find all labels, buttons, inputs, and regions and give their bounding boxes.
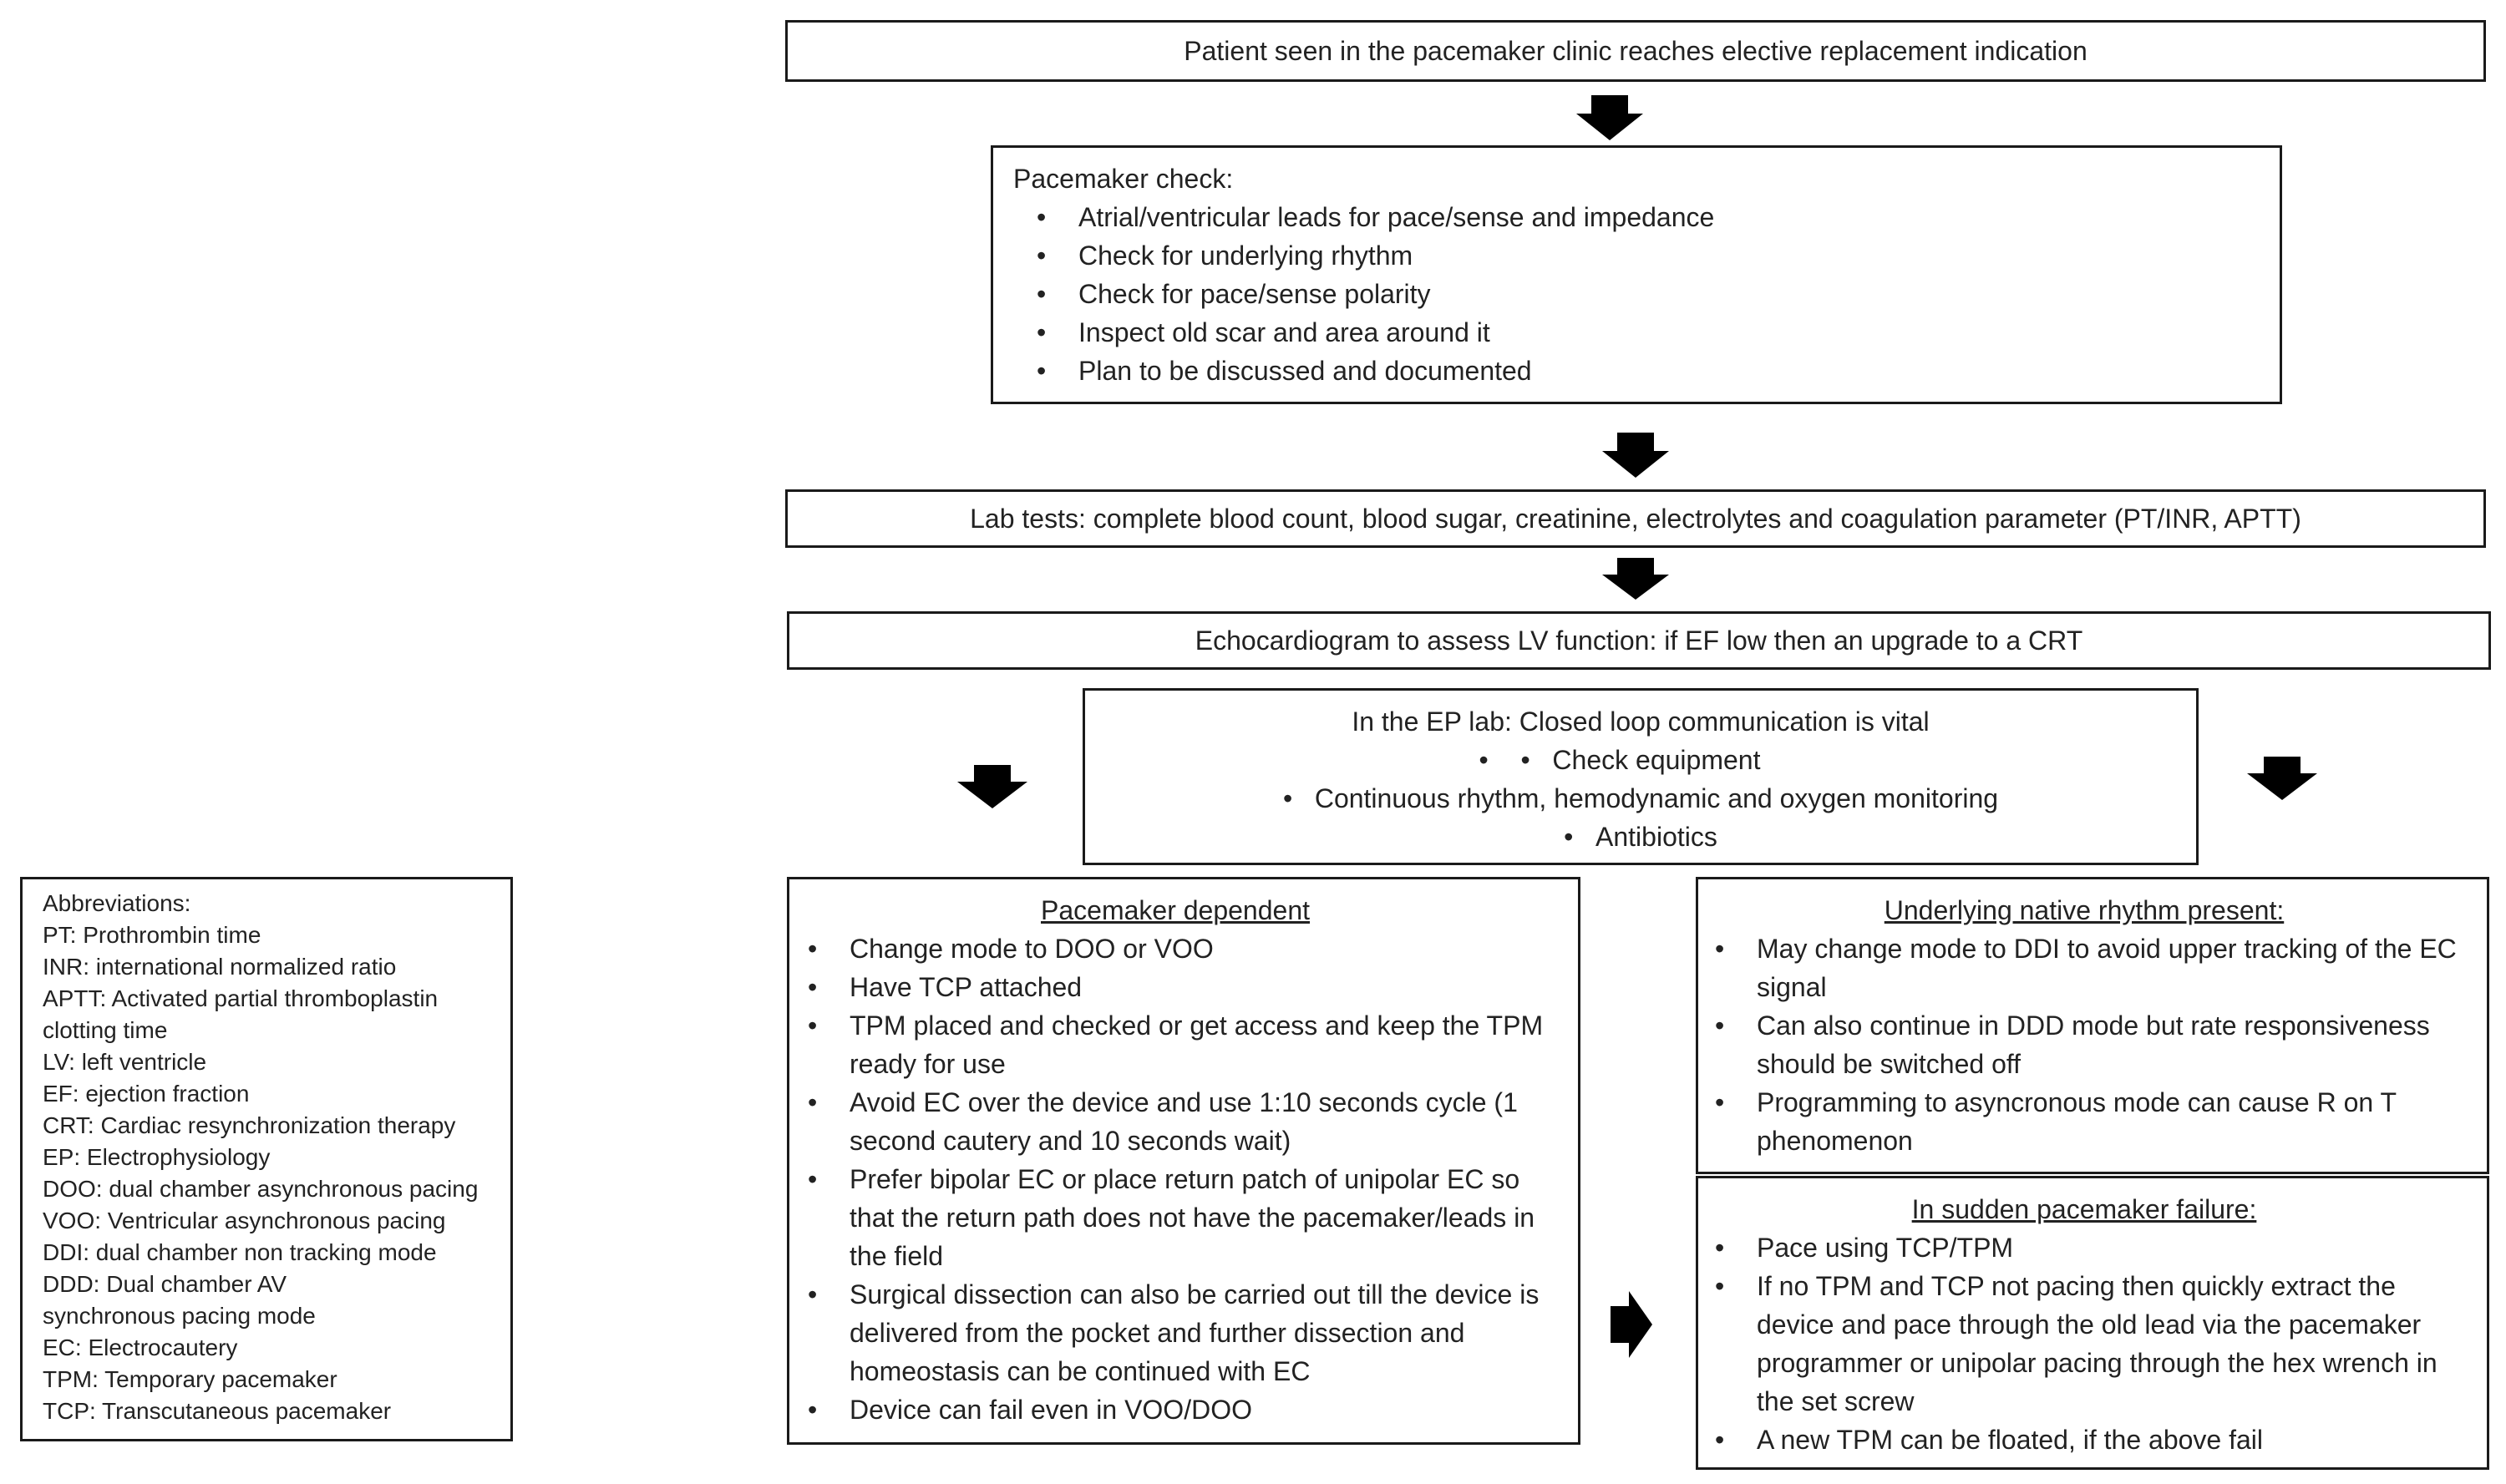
- abbreviation-line: LV: left ventricle: [43, 1049, 207, 1075]
- abbreviation-line: DDI: dual chamber non tracking mode: [43, 1239, 437, 1265]
- abbreviations-title: Abbreviations:: [43, 890, 191, 916]
- abbreviation-line: EC: Electrocautery: [43, 1335, 238, 1360]
- arrow-down-2: [1602, 433, 1669, 478]
- ep-lab-item-text: Check equipment: [1552, 745, 1761, 775]
- ep-lab-item: • Antibiotics: [1564, 822, 1717, 852]
- native-item: Can also continue in DDD mode but rate r…: [1715, 1006, 2470, 1083]
- check-item: Atrial/ventricular leads for pace/sense …: [1037, 198, 2260, 236]
- ep-lab-box: In the EP lab: Closed loop communication…: [1083, 688, 2199, 865]
- arrow-down-3: [1602, 558, 1669, 600]
- echo-box: Echocardiogram to assess LV function: if…: [787, 611, 2491, 670]
- pacemaker-check-box: Pacemaker check: Atrial/ventricular lead…: [991, 145, 2282, 404]
- abbreviation-line: PT: Prothrombin time: [43, 922, 261, 948]
- abbreviation-line: clotting time: [43, 1017, 168, 1043]
- dependent-item: Change mode to DOO or VOO: [808, 929, 1561, 968]
- check-item: Check for underlying rhythm: [1037, 236, 2260, 275]
- ep-lab-item-text: Antibiotics: [1595, 822, 1717, 852]
- native-item: Programming to asyncronous mode can caus…: [1715, 1083, 2470, 1160]
- arrow-down-1: [1576, 95, 1643, 140]
- abbreviation-line: INR: international normalized ratio: [43, 954, 397, 980]
- abbreviation-line: DOO: dual chamber asynchronous pacing: [43, 1176, 479, 1202]
- failure-item: Pace using TCP/TPM: [1715, 1228, 2470, 1267]
- check-item: Check for pace/sense polarity: [1037, 275, 2260, 313]
- native-rhythm-title: Underlying native rhythm present:: [1884, 895, 2285, 925]
- native-item: May change mode to DDI to avoid upper tr…: [1715, 929, 2470, 1006]
- ep-lab-item: • Check equipment: [1520, 745, 1761, 775]
- check-item: Plan to be discussed and documented: [1037, 352, 2260, 390]
- abbreviation-line: APTT: Activated partial thromboplastin: [43, 985, 439, 1011]
- start-text: Patient seen in the pacemaker clinic rea…: [1184, 36, 2087, 66]
- arrow-down-right: [2247, 757, 2317, 800]
- abbreviation-line: TPM: Temporary pacemaker: [43, 1366, 337, 1392]
- failure-item: If no TPM and TCP not pacing then quickl…: [1715, 1267, 2470, 1421]
- ep-lab-item-text: Continuous rhythm, hemodynamic and oxyge…: [1314, 783, 1999, 813]
- abbreviations-box: Abbreviations: PT: Prothrombin time INR:…: [20, 877, 513, 1441]
- dependent-item: Surgical dissection can also be carried …: [808, 1275, 1561, 1390]
- pacemaker-dependent-title: Pacemaker dependent: [1041, 895, 1310, 925]
- abbreviation-line: TCP: Transcutaneous pacemaker: [43, 1398, 392, 1424]
- arrow-right: [1611, 1291, 1652, 1358]
- echo-text: Echocardiogram to assess LV function: if…: [1195, 626, 2083, 656]
- dependent-item: Avoid EC over the device and use 1:10 se…: [808, 1083, 1561, 1160]
- lab-tests-text: Lab tests: complete blood count, blood s…: [970, 504, 2301, 534]
- pacemaker-check-title: Pacemaker check:: [1013, 164, 1234, 194]
- dependent-item: TPM placed and checked or get access and…: [808, 1006, 1561, 1083]
- failure-item: A new TPM can be floated, if the above f…: [1715, 1421, 2470, 1459]
- ep-lab-item: • Continuous rhythm, hemodynamic and oxy…: [1282, 783, 1999, 813]
- abbreviation-line: EP: Electrophysiology: [43, 1144, 271, 1170]
- lab-tests-box: Lab tests: complete blood count, blood s…: [785, 489, 2486, 548]
- abbreviation-line: VOO: Ventricular asynchronous pacing: [43, 1208, 446, 1233]
- dependent-item: Prefer bipolar EC or place return patch …: [808, 1160, 1561, 1275]
- dependent-item: Device can fail even in VOO/DOO: [808, 1390, 1561, 1429]
- start-box: Patient seen in the pacemaker clinic rea…: [785, 20, 2486, 82]
- abbreviation-line: synchronous pacing mode: [43, 1303, 316, 1329]
- arrow-down-left: [957, 765, 1027, 808]
- pacemaker-dependent-box: Pacemaker dependent Change mode to DOO o…: [787, 877, 1580, 1445]
- abbreviation-line: EF: ejection fraction: [43, 1081, 250, 1107]
- check-item: Inspect old scar and area around it: [1037, 313, 2260, 352]
- abbreviation-line: CRT: Cardiac resynchronization therapy: [43, 1112, 456, 1138]
- abbreviation-line: DDD: Dual chamber AV: [43, 1271, 287, 1297]
- dependent-item: Have TCP attached: [808, 968, 1561, 1006]
- native-rhythm-box: Underlying native rhythm present: May ch…: [1696, 877, 2489, 1174]
- sudden-failure-title: In sudden pacemaker failure:: [1911, 1194, 2257, 1224]
- sudden-failure-box: In sudden pacemaker failure: Pace using …: [1696, 1176, 2489, 1470]
- ep-lab-title: In the EP lab: Closed loop communication…: [1352, 707, 1930, 737]
